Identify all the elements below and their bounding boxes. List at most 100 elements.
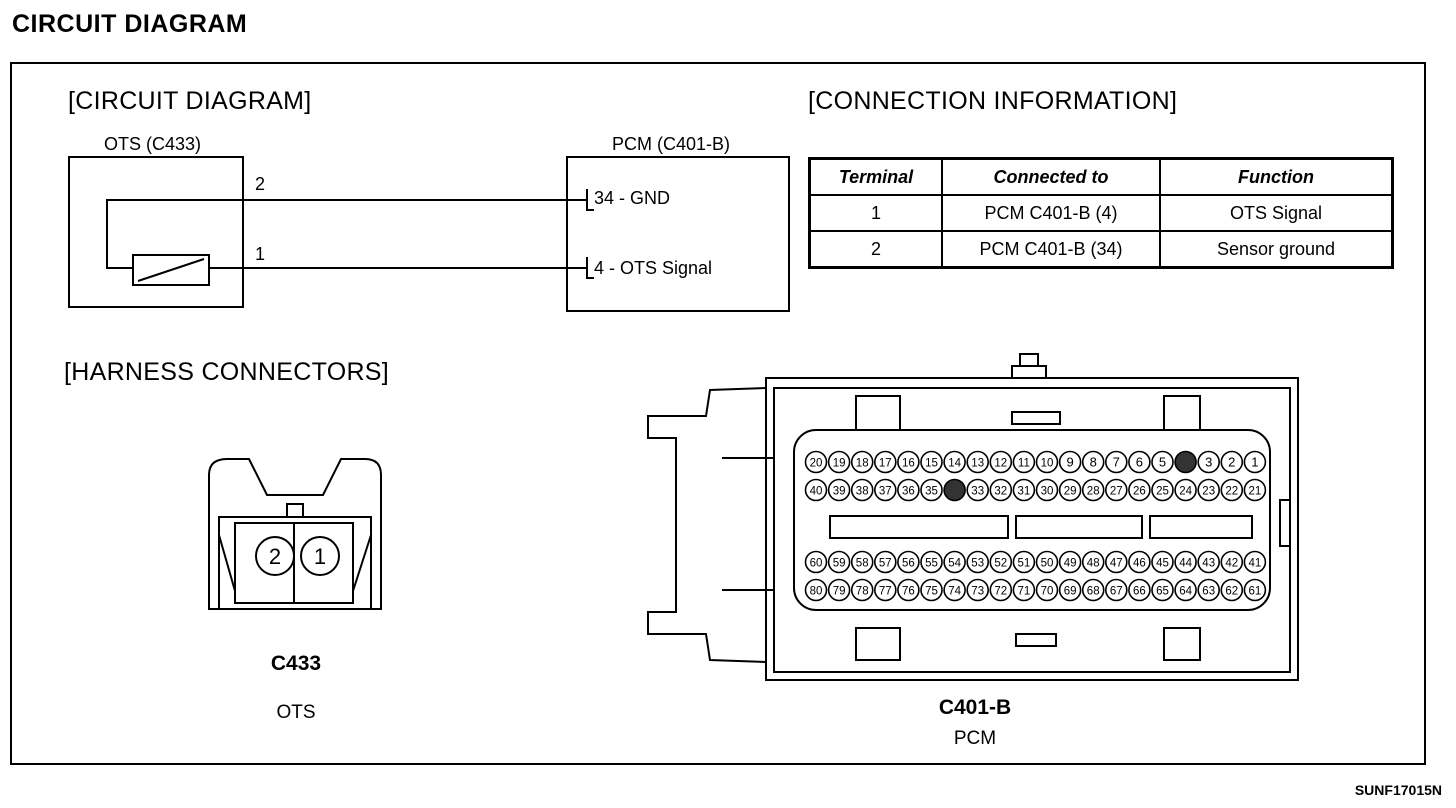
c401b-pin-label: 58 bbox=[856, 558, 869, 570]
c401b-pin-20 bbox=[804, 450, 828, 474]
c401b-pin-46 bbox=[1128, 550, 1151, 574]
ots-component-label: OTS (C433) bbox=[104, 134, 202, 154]
c401b-pin-label: 63 bbox=[1202, 586, 1215, 598]
c401b-pin-27 bbox=[1104, 478, 1128, 502]
c401b-pin-label: 3 bbox=[1205, 455, 1212, 470]
c401b-pin-label: 77 bbox=[879, 586, 892, 598]
c401b-pin-28 bbox=[1081, 478, 1105, 502]
c401b-pin-label: 22 bbox=[1225, 486, 1238, 498]
c401b-pin-label: 30 bbox=[1041, 486, 1054, 498]
c401b-pin-label: 2 bbox=[1228, 455, 1235, 470]
c401b-pin-4 bbox=[1174, 450, 1197, 474]
c401b-pin-71 bbox=[1012, 578, 1036, 602]
c401b-pin-label: 75 bbox=[925, 586, 938, 598]
c401b-pin-36 bbox=[897, 478, 920, 502]
c401b-key-bottom bbox=[1015, 633, 1057, 647]
c401b-pin-2 bbox=[1220, 450, 1244, 474]
c401b-rib-1 bbox=[829, 515, 1009, 539]
pcm-component-box bbox=[566, 156, 790, 312]
c401b-pin-62 bbox=[1220, 578, 1244, 602]
c401b-pin-label: 45 bbox=[1156, 558, 1169, 570]
c401b-latch-top-right bbox=[1163, 395, 1201, 431]
c401b-pin-label: 1 bbox=[1251, 455, 1258, 470]
c401b-pin-55 bbox=[920, 550, 943, 574]
c433-pin-2 bbox=[255, 536, 295, 576]
pcm-pin34-bracket-foot bbox=[586, 209, 594, 211]
c401b-pin-label: 47 bbox=[1110, 558, 1123, 570]
header-terminal: Terminal bbox=[808, 157, 943, 196]
c401b-pin-76 bbox=[897, 578, 920, 602]
c401b-pin-label: 42 bbox=[1225, 558, 1238, 570]
c401b-pin-label: 74 bbox=[948, 586, 961, 598]
c401b-pin-label: 5 bbox=[1159, 455, 1166, 470]
c401b-pin-37 bbox=[874, 478, 897, 502]
c401b-pin-label: 12 bbox=[994, 458, 1007, 470]
diagram-frame bbox=[10, 62, 1426, 765]
c401b-pin-22 bbox=[1220, 478, 1244, 502]
c401b-pin-label: 73 bbox=[971, 586, 984, 598]
c401b-pin-label: 64 bbox=[1179, 586, 1192, 598]
pcm-pin4-bracket-foot bbox=[586, 277, 594, 279]
c401b-pin-24 bbox=[1174, 478, 1197, 502]
c401b-pin-67 bbox=[1104, 578, 1128, 602]
c401b-top-tab-base bbox=[1011, 365, 1047, 379]
c401b-latch-top-left bbox=[855, 395, 901, 431]
c401b-pin-label: 80 bbox=[810, 586, 823, 598]
c401b-pin-label: 72 bbox=[994, 586, 1007, 598]
wire-pin1-to-signal bbox=[210, 267, 588, 269]
c401b-flange bbox=[647, 387, 767, 663]
table-header-row: Terminal Connected to Function bbox=[808, 157, 1394, 196]
c433-sub: OTS bbox=[276, 702, 316, 723]
c401b-pin-3 bbox=[1197, 450, 1221, 474]
c401b-pin-63 bbox=[1197, 578, 1221, 602]
table-cell-function: Sensor ground bbox=[1159, 230, 1394, 269]
c401b-pin-66 bbox=[1128, 578, 1151, 602]
c401b-pin-label: 17 bbox=[879, 458, 892, 470]
sensor-diagonal-icon bbox=[137, 258, 205, 282]
c401b-pin-label: 57 bbox=[879, 558, 892, 570]
c401b-pin-label: 70 bbox=[1041, 586, 1054, 598]
circuit-diagram-heading: [CIRCUIT DIAGRAM] bbox=[68, 87, 312, 115]
ots-internal-wire-vertical bbox=[106, 199, 108, 269]
c401b-pin-label: 38 bbox=[856, 486, 869, 498]
c401b-pin-label: 59 bbox=[833, 558, 846, 570]
c401b-pin-label: 40 bbox=[810, 486, 823, 498]
c401b-pin-32 bbox=[989, 478, 1013, 502]
c401b-pin-6 bbox=[1128, 450, 1151, 474]
c401b-pin-label: 31 bbox=[1018, 486, 1031, 498]
c401b-pin-78 bbox=[850, 578, 874, 602]
ots-pin-2-label: 2 bbox=[255, 174, 266, 194]
c401b-pin-61 bbox=[1243, 578, 1267, 602]
c401b-pin-12 bbox=[989, 450, 1013, 474]
table-cell-connected-to: PCM C401-B (34) bbox=[941, 230, 1161, 269]
c401b-pin-65 bbox=[1151, 578, 1174, 602]
c401b-pin-7 bbox=[1104, 450, 1128, 474]
c433-pin-1-label: 1 bbox=[314, 544, 326, 569]
c401b-body bbox=[765, 377, 1299, 681]
c401b-pin-15 bbox=[920, 450, 943, 474]
c401b-pin-29 bbox=[1058, 478, 1082, 502]
c401b-pin-label: 9 bbox=[1066, 455, 1073, 470]
c401b-pin-label: 61 bbox=[1249, 586, 1262, 598]
c401b-pin-9 bbox=[1058, 450, 1082, 474]
c401b-pin-label: 43 bbox=[1202, 558, 1215, 570]
c401b-pin-label: 7 bbox=[1113, 455, 1120, 470]
c401b-pin-21 bbox=[1243, 478, 1267, 502]
c401b-pin-23 bbox=[1197, 478, 1221, 502]
c401b-pin-11 bbox=[1012, 450, 1036, 474]
c401b-pin-40 bbox=[804, 478, 828, 502]
wire-pin2-to-gnd bbox=[106, 199, 588, 201]
pcm-pin4-bracket bbox=[586, 257, 588, 279]
table-cell-terminal: 2 bbox=[808, 230, 943, 269]
c401b-pin-label: 33 bbox=[971, 486, 984, 498]
c401b-pin-label: 10 bbox=[1041, 458, 1054, 470]
c401b-pin-label: 15 bbox=[925, 458, 938, 470]
c401b-pin-33 bbox=[966, 478, 990, 502]
header-function: Function bbox=[1159, 157, 1394, 196]
c401b-pin-label: 50 bbox=[1041, 558, 1054, 570]
c401b-rib-2 bbox=[1015, 515, 1143, 539]
c401b-key-top bbox=[1011, 411, 1061, 425]
page-title: CIRCUIT DIAGRAM bbox=[12, 10, 248, 38]
